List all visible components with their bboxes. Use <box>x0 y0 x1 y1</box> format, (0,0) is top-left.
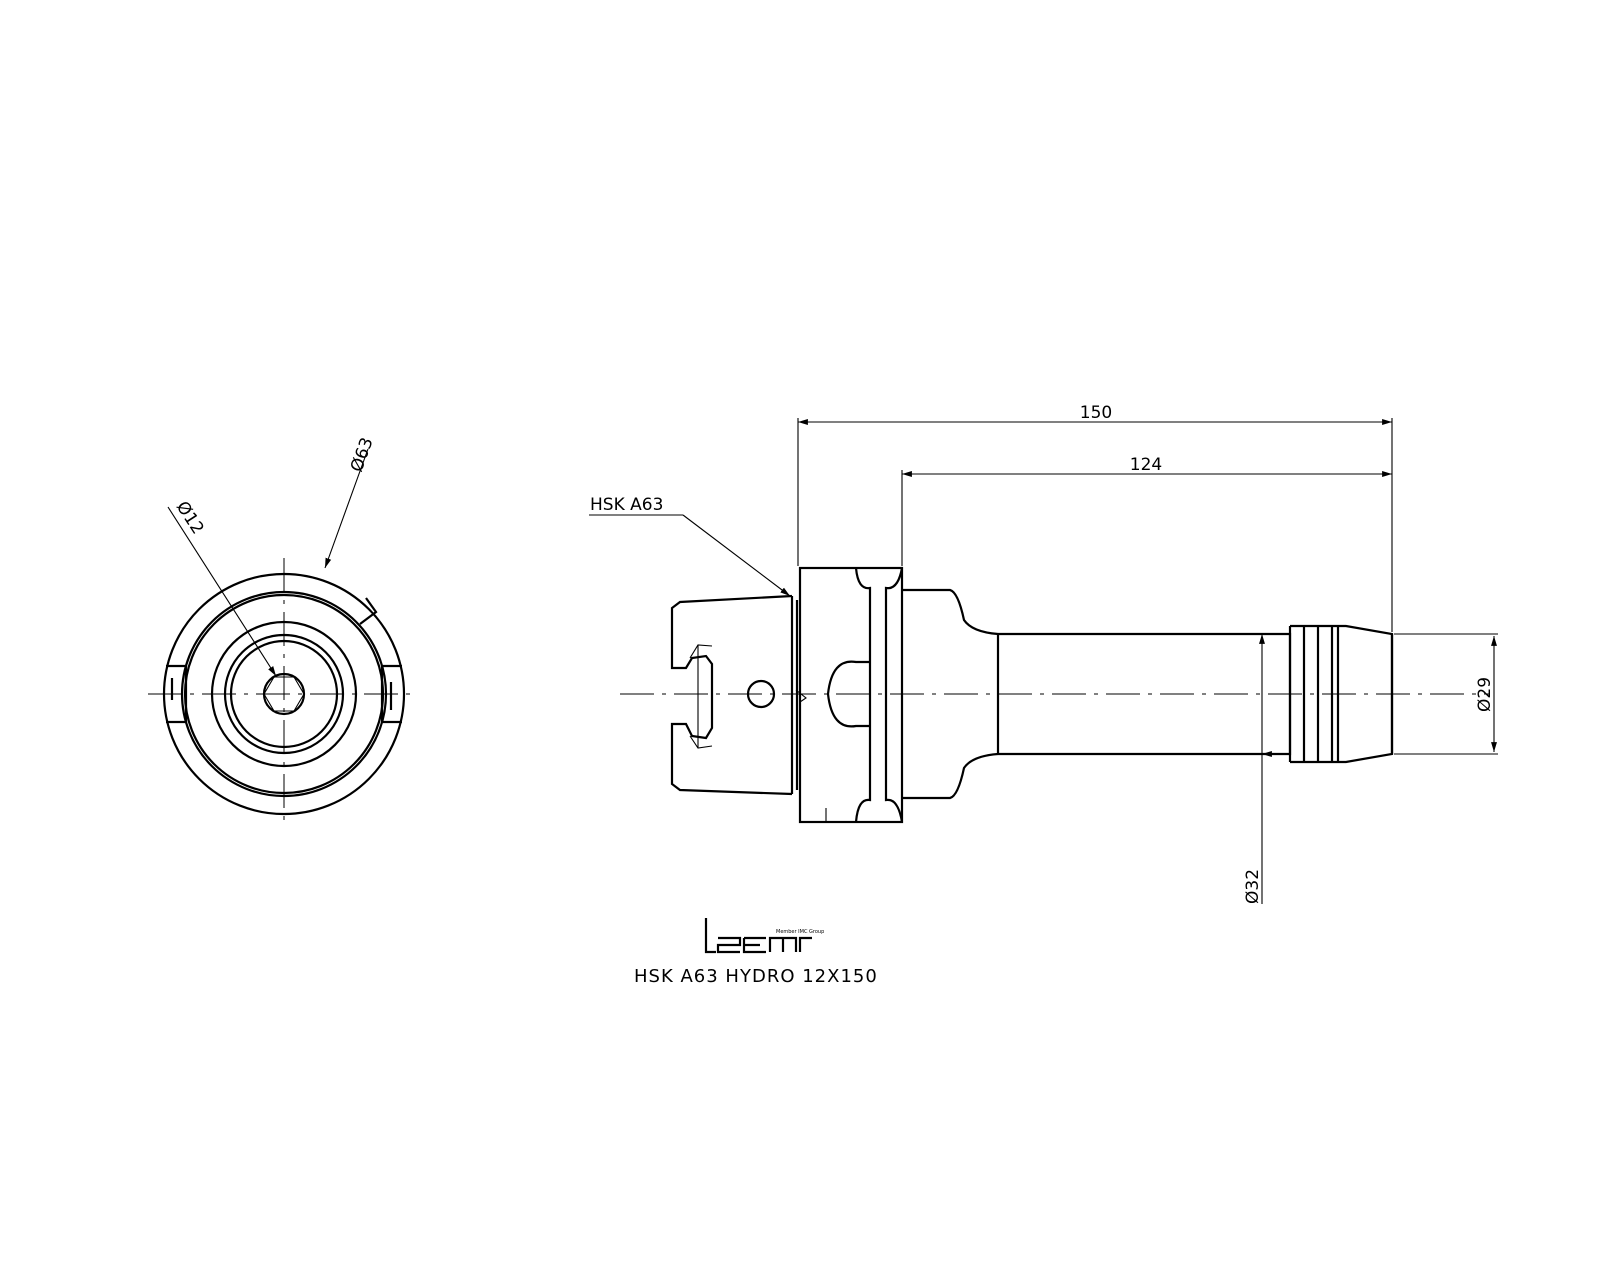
front-view: Ø63 Ø12 <box>148 435 418 828</box>
front-drive-slot-left <box>166 664 188 724</box>
front-outer-circle <box>162 572 406 816</box>
hsk-callout-label: HSK A63 <box>590 495 663 515</box>
logo-tagline: Member IMC Group <box>776 929 824 935</box>
logo-letter-c <box>742 936 766 954</box>
front-body-circle <box>210 620 358 768</box>
dim-29-label: Ø29 <box>1475 677 1495 712</box>
hsk-coolant-hole <box>746 679 776 709</box>
flange-groove-left <box>854 567 872 823</box>
side-view: HSK A63 150 124 Ø29 Ø32 <box>589 403 1498 904</box>
hsk-taper-shank <box>670 594 793 796</box>
part-name: HSK A63 HYDRO 12X150 <box>634 966 878 987</box>
front-clamp-inner-circle <box>229 639 339 749</box>
front-flange-circle <box>180 590 388 798</box>
iscar-logo: Member IMC Group <box>704 918 824 954</box>
logo-letter-a <box>768 936 798 952</box>
front-notch <box>359 597 378 625</box>
front-clamp-circle <box>223 633 345 755</box>
front-dia-outer-label: Ø63 <box>347 435 378 475</box>
front-dia-outer-leader <box>324 448 369 569</box>
front-drive-slot-right <box>380 664 402 724</box>
dim-150-label: 150 <box>1080 403 1112 423</box>
front-dia-bore-leader <box>167 506 277 677</box>
logo-letter-r <box>798 936 812 952</box>
hsk-callout-leader <box>682 514 791 597</box>
flange-groove-right <box>884 567 904 823</box>
flange-orientation-notch <box>826 660 870 728</box>
dim-32-label: Ø32 <box>1243 869 1263 904</box>
front-hex-socket <box>263 676 305 712</box>
logo-letter-s <box>716 936 742 954</box>
dim-124-label: 124 <box>1130 455 1162 475</box>
logo-stem <box>704 918 716 954</box>
front-dia-bore-label: Ø12 <box>172 498 208 538</box>
flange-outer <box>798 566 904 824</box>
title-block: Member IMC Group HSK A63 HYDRO 12X150 <box>634 918 878 987</box>
